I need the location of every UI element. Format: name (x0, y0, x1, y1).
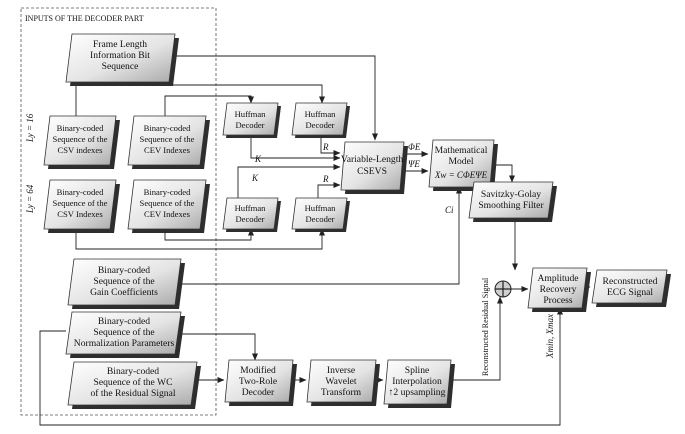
ly16-label: Ly = 16 (25, 113, 35, 143)
label-xmin-xmax: Xmin, Xmax (545, 314, 555, 359)
ly64-label: Ly = 64 (25, 184, 35, 214)
inputs-region-title: INPUTS OF THE DECODER PART (25, 14, 144, 23)
label-r-top: R (322, 142, 329, 152)
label-k-bottom: K (251, 173, 259, 183)
label-residual-signal: Reconstructed Residual Signal (481, 277, 490, 376)
label-k-top: K (254, 154, 262, 164)
connection-lines (39, 55, 591, 426)
label-r-bottom: R (322, 174, 329, 184)
math-formula: Xw = CΦEΨE (434, 170, 488, 180)
label-psi: ΨE (408, 159, 420, 169)
inputs-region (20, 7, 217, 416)
label-phi: ΦE (408, 142, 421, 152)
label-ci: Ci (445, 205, 454, 215)
adder-node (494, 280, 512, 298)
